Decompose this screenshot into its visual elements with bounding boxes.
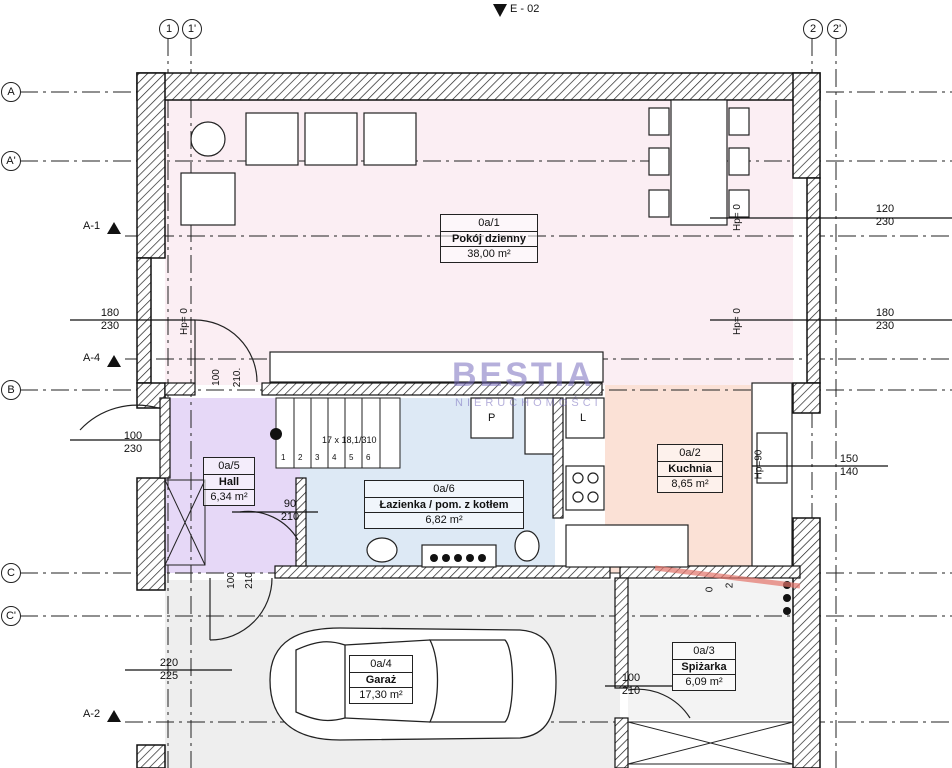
fixture-sink-label: L <box>580 412 587 424</box>
dim-bottom: 140 <box>839 466 859 478</box>
room-code: 0a/1 <box>478 217 500 229</box>
axis-circle-1: 1 <box>159 19 179 39</box>
section-marker-label: E - 02 <box>510 3 540 15</box>
dim-top: 100 <box>621 672 641 684</box>
room-tag-pantry: 0a/3 Spiżarka 6,09 m² <box>672 642 736 691</box>
axis-circle-c-prime: C' <box>1 606 21 626</box>
room-area: 6,34 m² <box>210 491 248 503</box>
dim-bottom: 225 <box>159 670 179 682</box>
axis-circle-b: B <box>1 380 21 400</box>
stair-step-4: 4 <box>332 453 337 462</box>
dim-top: 150 <box>839 453 859 465</box>
room-area: 17,30 m² <box>359 689 403 701</box>
dim-bottom: 230 <box>123 443 143 455</box>
staircase <box>275 397 401 469</box>
stair-start-dot <box>270 428 282 440</box>
dim-vertical-pantry-b: 0 <box>704 586 716 593</box>
axis-circle-a: A <box>1 82 21 102</box>
dim-vertical-pantry-a: 2 <box>724 582 736 589</box>
room-tag-living: 0a/1 Pokój dzienny 38,00 m² <box>440 214 538 263</box>
stair-step-5: 5 <box>349 453 354 462</box>
axis-circle-a-prime: A' <box>1 151 21 171</box>
axis-circle-c: C <box>1 563 21 583</box>
room-name: Spiżarka <box>673 659 735 675</box>
highlight-stroke <box>654 565 801 589</box>
room-name: Garaż <box>350 672 412 688</box>
section-label-a2: A-2 <box>83 708 101 720</box>
exterior-walls <box>136 72 821 768</box>
dim-vertical-garage-door-height: 210 <box>243 572 255 589</box>
height-label-kitchen: Hp=90 <box>753 449 765 480</box>
stair-step-2: 2 <box>298 453 303 462</box>
room-tag-bathroom: 0a/6 Łazienka / pom. z kotłem 6,82 m² <box>364 480 524 529</box>
dim-bottom: 210 <box>621 685 641 697</box>
section-label-a4: A-4 <box>83 352 101 364</box>
room-tag-hall: 0a/5 Hall 6,34 m² <box>203 457 255 506</box>
dim-top: 100 <box>123 430 143 442</box>
section-markers <box>107 4 507 722</box>
axis-circle-2: 2 <box>803 19 823 39</box>
dim-vertical-garage-door-width: 100 <box>225 572 237 589</box>
bathroom-fixtures <box>366 382 793 568</box>
room-code: 0a/3 <box>693 645 715 657</box>
room-code: 0a/2 <box>679 447 701 459</box>
height-label-living-center: Hp= 0 <box>731 308 743 335</box>
watermark-sub: NIERUCHOMOŚCI <box>455 397 602 409</box>
dim-top: 180 <box>100 307 120 319</box>
room-name: Łazienka / pom. z kotłem <box>365 497 523 513</box>
boiler-burners <box>430 554 791 615</box>
dim-bottom: 210 <box>280 511 300 523</box>
watermark-brand: BESTIA <box>452 356 595 394</box>
height-label-living-east: Hp= 0 <box>731 204 743 231</box>
room-area: 8,65 m² <box>671 478 709 490</box>
dim-top: 220 <box>159 657 179 669</box>
room-area: 6,82 m² <box>425 514 463 526</box>
dim-top: 180 <box>875 307 895 319</box>
stair-step-1: 1 <box>281 453 286 462</box>
room-code: 0a/4 <box>370 658 392 670</box>
room-area: 6,09 m² <box>685 676 723 688</box>
stairs-label: 17 x 18,1/310 <box>322 435 377 445</box>
wardrobe <box>164 479 794 765</box>
dim-top: 120 <box>875 203 895 215</box>
dimension-lines <box>70 217 952 687</box>
room-code: 0a/6 <box>433 483 455 495</box>
stair-step-6: 6 <box>366 453 371 462</box>
car-outline <box>269 627 557 741</box>
dim-bottom: 230 <box>100 320 120 332</box>
height-label-living-west: Hp= 0 <box>178 308 190 335</box>
room-tag-kitchen: 0a/2 Kuchnia 8,65 m² <box>657 444 723 493</box>
dim-vertical-living-door-width: 100 <box>210 369 222 386</box>
dim-bottom: 230 <box>875 320 895 332</box>
room-name: Kuchnia <box>658 461 722 477</box>
room-name: Pokój dzienny <box>441 231 537 247</box>
room-area: 38,00 m² <box>467 248 511 260</box>
room-name: Hall <box>204 474 254 490</box>
dim-vertical-living-door-height: 210. <box>232 367 244 388</box>
living-furniture <box>180 99 750 383</box>
stair-step-3: 3 <box>315 453 320 462</box>
fixture-shower-label: P <box>488 412 496 424</box>
axis-circle-1-prime: 1' <box>182 19 202 39</box>
dim-top: 90 <box>283 498 297 510</box>
dim-bottom: 230 <box>875 216 895 228</box>
room-tag-garage: 0a/4 Garaż 17,30 m² <box>349 655 413 704</box>
room-code: 0a/5 <box>218 460 240 472</box>
section-label-a1: A-1 <box>83 220 101 232</box>
axis-circle-2-prime: 2' <box>827 19 847 39</box>
